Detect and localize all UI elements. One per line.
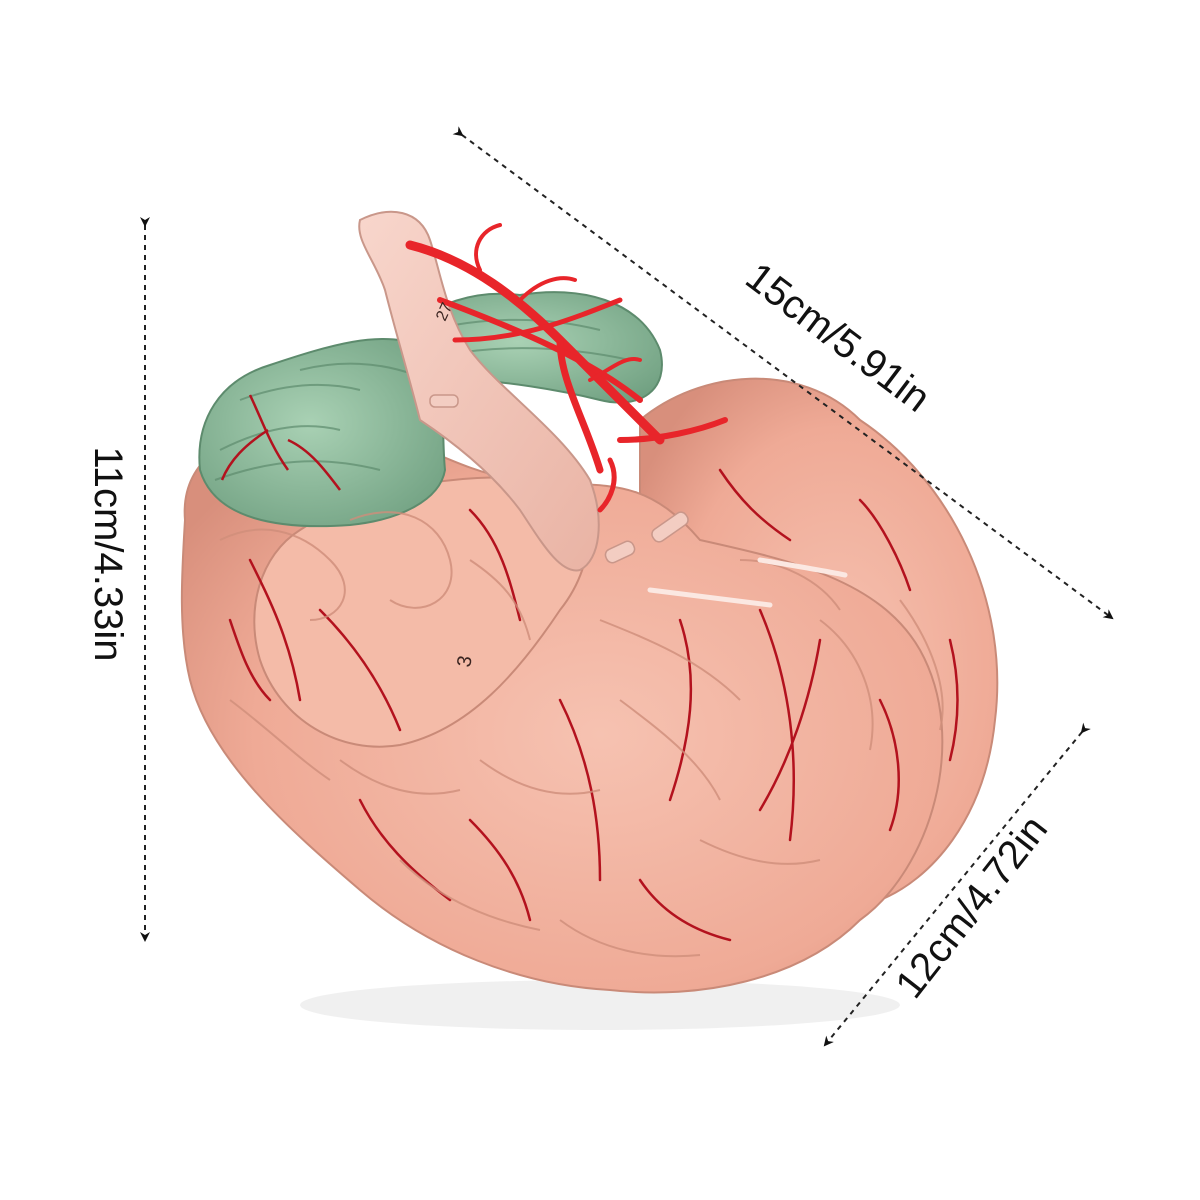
brainstem-number-label: 27: [433, 300, 456, 323]
cerebellum-vessels: [220, 394, 341, 491]
model-shadow: [300, 980, 900, 1030]
height-label: 11cm/4.33in: [86, 447, 130, 662]
cortex-number-label: 3: [453, 654, 477, 669]
depth-arrow: [823, 722, 1091, 1047]
length-arrow: [452, 126, 1114, 620]
height-dimension: 11cm/4.33in: [86, 217, 150, 942]
